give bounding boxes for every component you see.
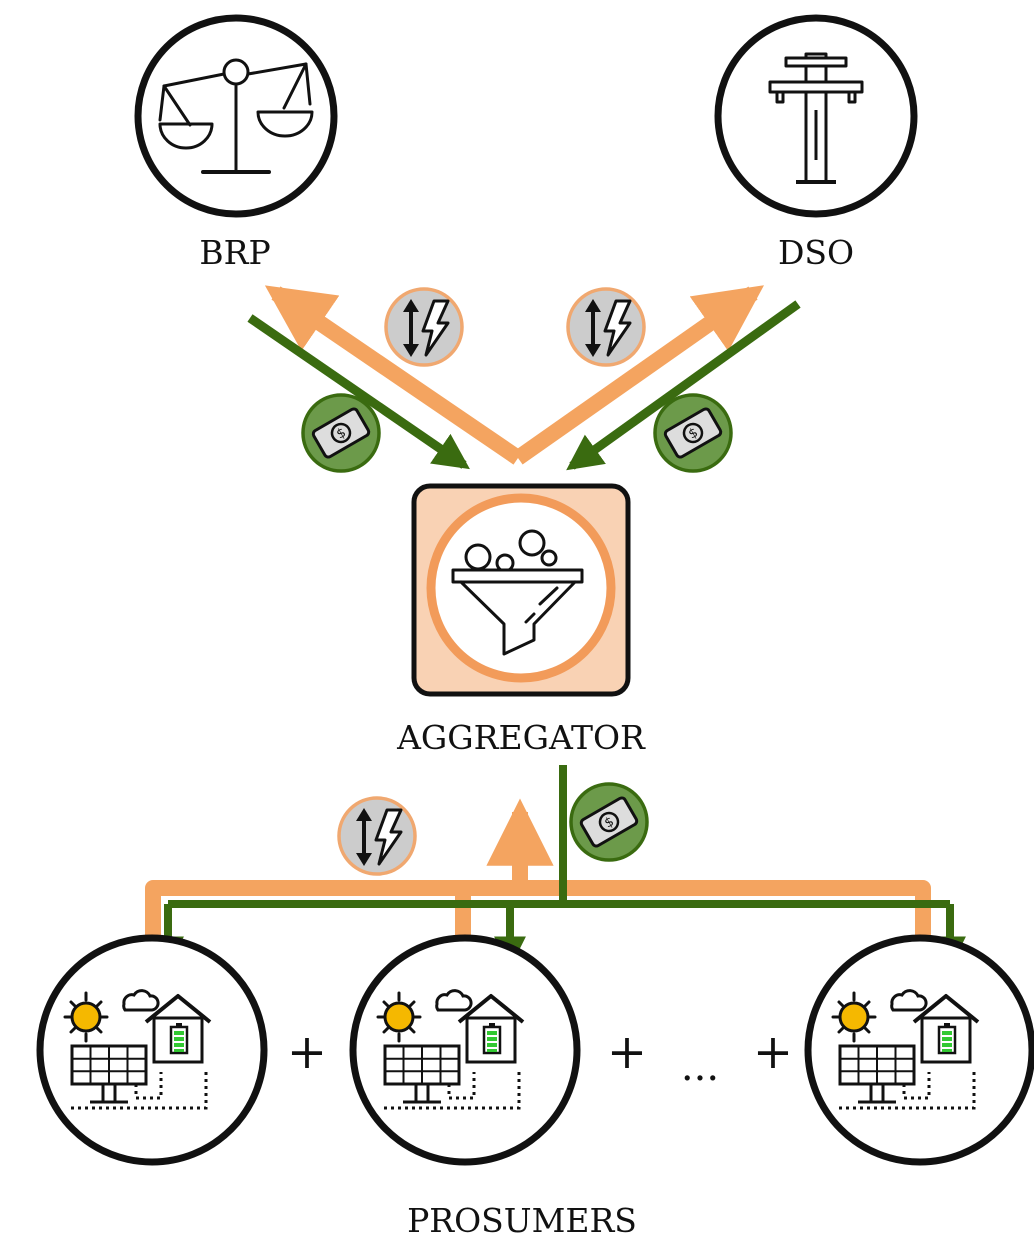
payment-flow-from-brp [247,314,470,470]
brp-label: BRP [199,233,270,272]
payment-flow-from-dso [566,300,801,471]
ellipsis: ... [681,1044,719,1090]
energy-flow-to-dso [513,285,764,465]
prosumer-node-3 [804,934,1034,1166]
energy-badge-dso [566,287,646,367]
payment-bus-to-prosumers [152,765,966,969]
dso-node: DSO [714,14,918,272]
plus-operator-1: + [287,1024,327,1080]
aggregator-node: AGGREGATOR [396,483,646,757]
prosumer-node-1 [36,934,268,1166]
energy-badge-brp [384,287,464,367]
funnel-icon [451,529,584,656]
plus-operator-2: + [607,1024,647,1080]
payment-badge-brp [301,393,381,473]
aggregator-label: AGGREGATOR [396,718,646,757]
energy-badge-prosumers [337,796,417,876]
balance-scale-icon [158,58,314,174]
power-pole-icon [768,52,864,184]
prosumer-node-2 [349,934,581,1166]
brp-node: BRP [134,14,338,272]
energy-bus-from-prosumers [145,798,931,940]
plus-operator-3: + [753,1024,793,1080]
energy-flow-to-brp [264,285,523,465]
payment-badge-dso [653,393,733,473]
dso-label: DSO [778,233,854,272]
prosumers-label: PROSUMERS [407,1201,637,1240]
payment-badge-prosumers [569,782,649,862]
